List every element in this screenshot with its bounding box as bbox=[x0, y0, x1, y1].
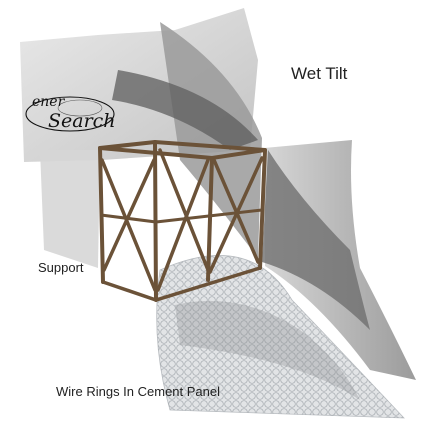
mesh-shadow bbox=[175, 300, 360, 400]
logo-swirl-icon bbox=[25, 96, 115, 132]
panel-curved-shadow bbox=[112, 70, 258, 150]
wooden-support-frame bbox=[98, 139, 267, 302]
panel-right-dark bbox=[262, 150, 370, 330]
enersearch-logo: ener Search bbox=[18, 90, 122, 136]
wet-tilt-label: Wet Tilt bbox=[291, 64, 348, 83]
mesh-pattern bbox=[156, 255, 404, 418]
support-label: Support bbox=[38, 260, 84, 275]
logo-text-bottom: Search bbox=[48, 110, 116, 132]
panel-curved-upper bbox=[160, 22, 262, 258]
logo-text-top: ener bbox=[32, 94, 65, 110]
panel-lower-left bbox=[40, 150, 100, 268]
wire-rings-label: Wire Rings In Cement Panel bbox=[56, 384, 221, 399]
